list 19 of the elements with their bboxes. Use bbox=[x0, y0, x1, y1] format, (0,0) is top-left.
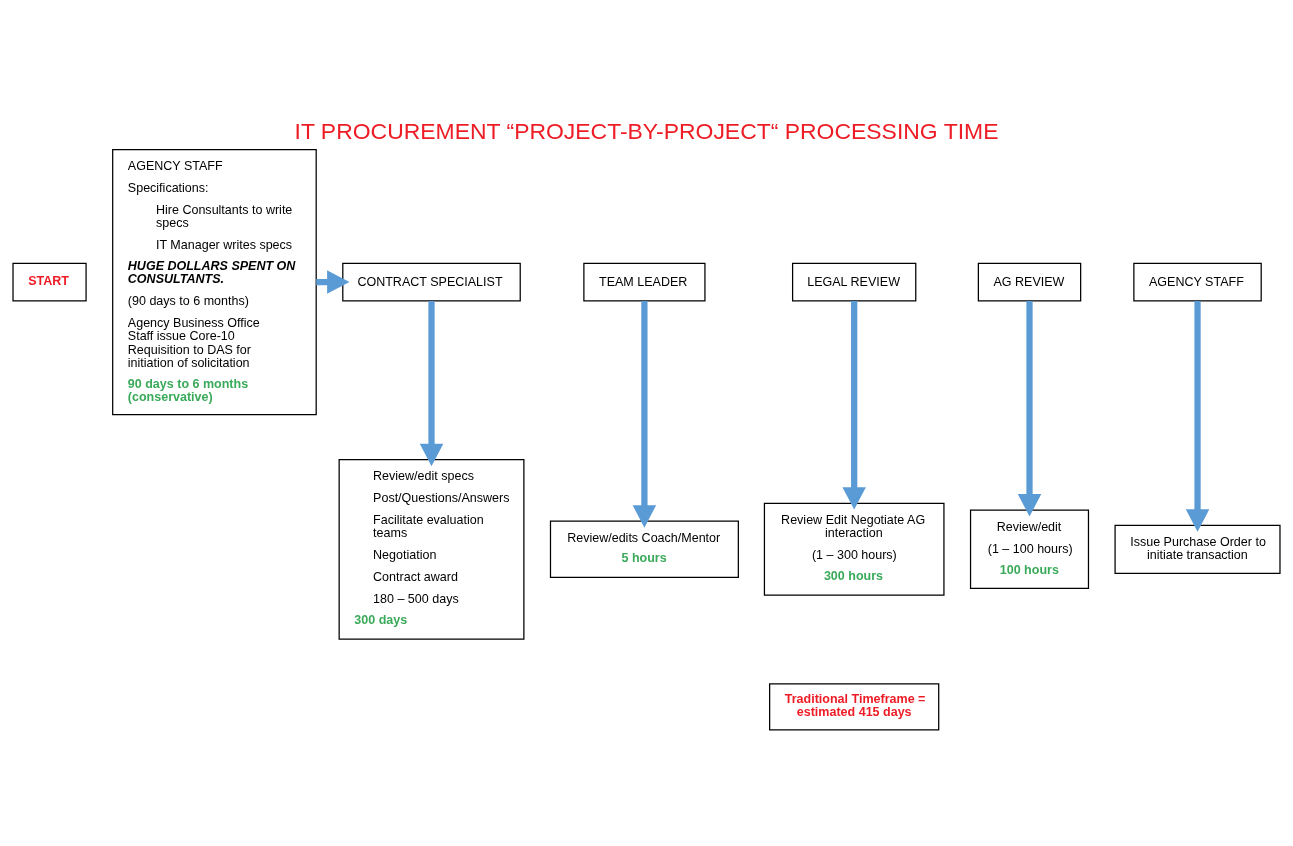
node-box: AG REVIEW bbox=[977, 262, 1082, 302]
node-box: Review/edit (1 – 100 hours) 100 hours bbox=[969, 509, 1090, 590]
node-box: Review/edits Coach/Mentor 5 hours bbox=[549, 520, 739, 579]
node-box: TEAM LEADER bbox=[583, 262, 706, 302]
node-box: Review Edit Negotiate AG interaction (1 – 300 hours) 300 hours bbox=[763, 502, 945, 596]
arrow bbox=[1017, 300, 1042, 517]
node-box: Traditional Timeframe = estimated 415 days bbox=[769, 683, 940, 731]
node-box: AGENCY STAFF Specifications: Hire Consultants to write specs IT Manager writes specs HUGE DOLLARS SPENT ON CONSULTANTS. (90 days to 6 months) Agency Business Office Staff issue Core-10 Requisition to DAS for initiation of solicitation 90 days to 6 months (conservative) bbox=[112, 148, 317, 416]
arrow bbox=[842, 300, 866, 510]
arrow bbox=[632, 300, 657, 528]
arrow bbox=[1185, 300, 1210, 532]
node-box: Issue Purchase Order to initiate transaction bbox=[1114, 524, 1281, 574]
node-box: CONTRACT SPECIALIST bbox=[342, 262, 521, 302]
arrow bbox=[419, 300, 444, 467]
node-box: LEGAL REVIEW bbox=[792, 262, 917, 302]
node-box: START bbox=[12, 262, 87, 302]
node-box: AGENCY STAFF bbox=[1133, 262, 1262, 302]
node-box: Review/edit specs Post/Questions/Answers Facilitate evaluation teams Negotiation Contract award 180 – 500 days 300 days bbox=[338, 458, 525, 640]
diagram-title: IT PROCUREMENT “PROJECT-BY-PROJECT“ PROCESSING TIME bbox=[294, 117, 999, 144]
